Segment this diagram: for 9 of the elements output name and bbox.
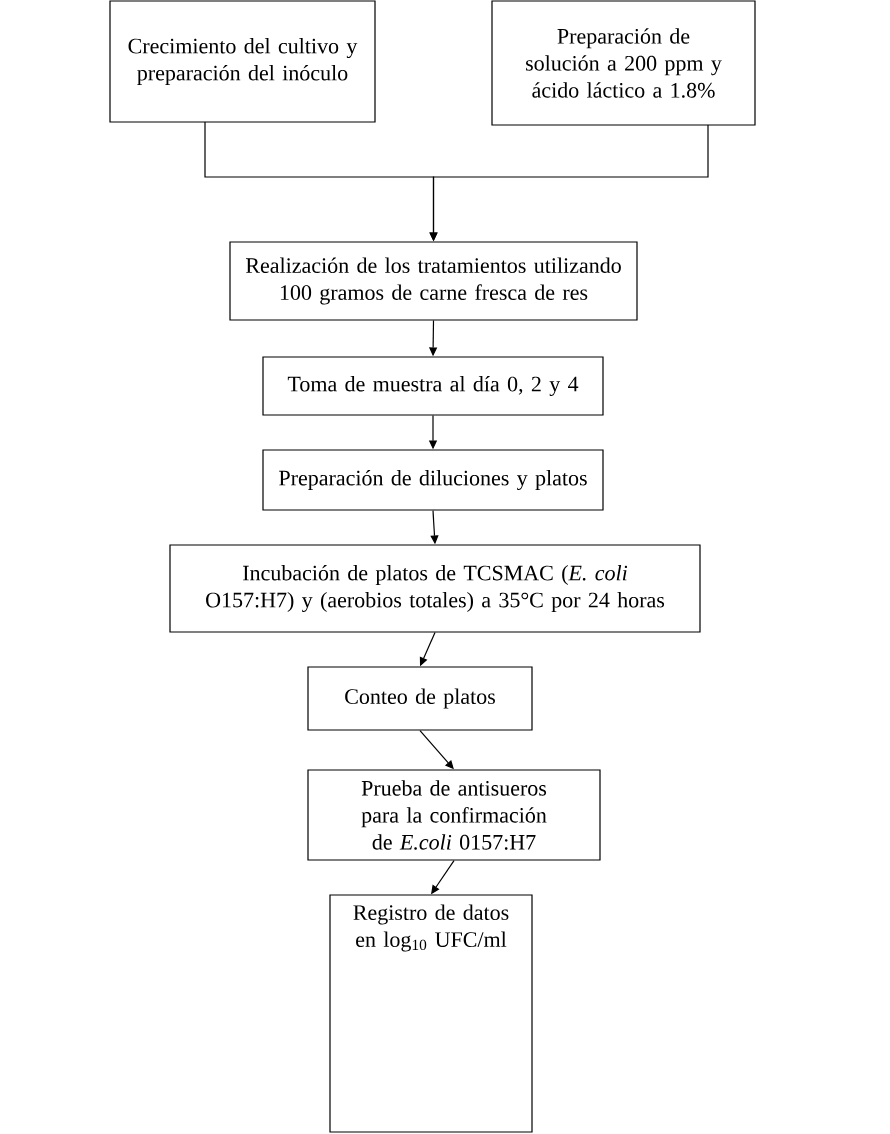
process-box: Conteo de platos — [307, 666, 533, 731]
process-box: Realización de los tratamientos utilizando 100 gramos de carne fresca de res — [229, 241, 638, 321]
process-box: Crecimiento del cultivo y preparación del inóculo — [109, 0, 376, 123]
process-box: Preparación de solución a 200 ppm y ácido láctico a 1.8% — [491, 0, 756, 126]
process-box: Toma de muestra al día 0, 2 y 4 — [262, 356, 604, 416]
process-box: Registro de datos en log$_{10}$ UFC/ml — [329, 894, 533, 1133]
process-box: Preparación de diluciones y platos — [262, 449, 604, 511]
process-box: Incubación de platos de TCSMAC (E. coli O157:H7) y (aerobios totales) a 35°C por 24 horas — [169, 544, 701, 633]
process-box: Prueba de antisueros para la confirmación de E.coli 0157:H7 — [307, 769, 601, 861]
